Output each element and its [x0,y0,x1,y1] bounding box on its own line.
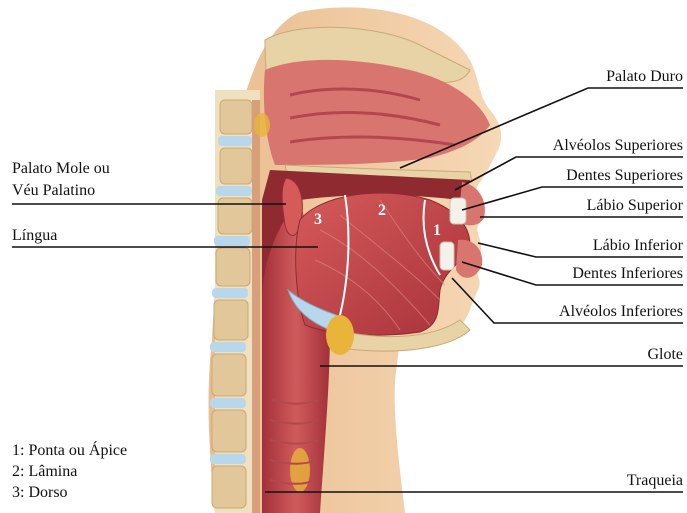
legend-item-2: 2: Lâmina [12,461,127,482]
upper-teeth-shape [450,198,466,224]
label-alveolos-superiores: Alvéolos Superiores [553,137,683,155]
tongue-number-3: 3 [314,211,322,228]
tongue-number-2: 2 [378,202,386,219]
label-lingua: Língua [12,227,57,245]
cervical-spine [210,90,260,513]
legend-item-1: 1: Ponta ou Ápice [12,440,127,461]
label-labio-inferior: Lábio Inferior [593,237,683,255]
lower-teeth-shape [440,242,454,270]
tongue-legend: 1: Ponta ou Ápice 2: Lâmina 3: Dorso [12,440,127,503]
label-dentes-superiores: Dentes Superiores [566,167,683,185]
label-palato-duro: Palato Duro [606,68,683,86]
label-glote: Glote [647,346,683,364]
label-traqueia: Traqueia [627,472,683,490]
legend-item-3: 3: Dorso [12,482,127,503]
tongue-number-1: 1 [433,222,441,239]
label-labio-superior: Lábio Superior [587,197,683,215]
hyoid-fat [326,315,354,355]
label-dentes-inferiores: Dentes Inferiores [572,265,683,283]
label-palato-mole-line1: Palato Mole ou [12,160,110,178]
label-palato-mole-line2: Véu Palatino [12,182,95,200]
label-alveolos-inferiores: Alvéolos Inferiores [559,303,683,321]
